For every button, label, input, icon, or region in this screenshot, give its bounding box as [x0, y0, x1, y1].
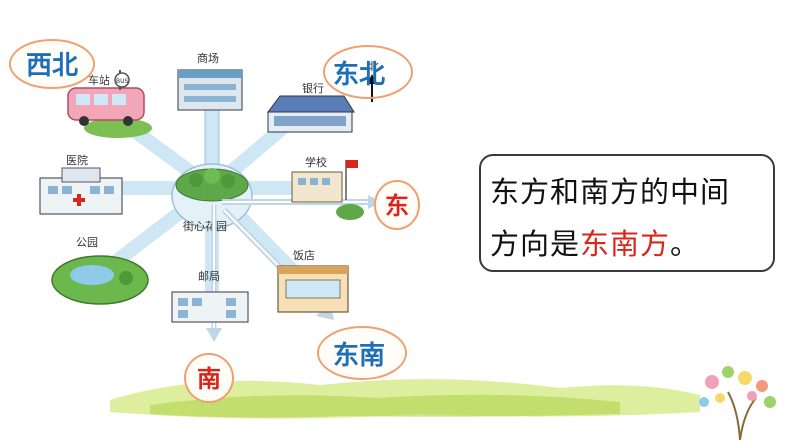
station-label: 车站: [88, 73, 110, 87]
info-line-2-suffix: 。: [670, 227, 701, 261]
direction-northeast: 东北: [323, 45, 413, 99]
post-office-label: 邮局: [198, 270, 220, 283]
restaurant-label: 饭店: [293, 248, 315, 262]
northwest-label: 西北: [26, 51, 78, 81]
school-label: 学校: [305, 155, 327, 169]
info-line-1: 东方和南方的中间: [490, 175, 731, 209]
post-office-building: 邮局: [171, 270, 249, 323]
mall-label: 商场: [197, 51, 219, 65]
info-line-2: 方向是东南方。: [490, 218, 765, 270]
east-label: 东: [385, 192, 409, 220]
bus-sign-label: BUS: [116, 78, 129, 85]
park-area: 公园: [51, 236, 149, 305]
bank-building: 银行: [267, 81, 355, 133]
central-garden: 街心花园: [171, 163, 253, 233]
restaurant-building: 饭店: [277, 248, 349, 313]
park-label: 公园: [76, 236, 98, 249]
bank-label: 银行: [302, 81, 324, 95]
info-line-2-prefix: 方向是: [490, 227, 581, 261]
mall-building: 商场: [177, 51, 243, 111]
hospital-building: 医院: [39, 153, 123, 215]
hospital-label: 医院: [66, 153, 88, 167]
grass-decoration: [110, 379, 700, 419]
south-label: 南: [197, 365, 221, 393]
school-building: 学校: [291, 155, 364, 220]
bus-station: BUS 车站: [67, 70, 152, 138]
garden-label: 街心花园: [183, 219, 227, 233]
info-box: 东方和南方的中间 方向是东南方。: [479, 154, 775, 272]
tree-decoration: [699, 366, 776, 441]
north-label: 北: [368, 60, 379, 73]
direction-south: 南: [184, 353, 234, 403]
southeast-label: 东南: [333, 340, 385, 371]
info-highlight: 东南方: [580, 227, 671, 261]
direction-southeast: 东南: [317, 326, 407, 380]
direction-northwest: 西北: [9, 39, 95, 89]
direction-east: 东: [374, 180, 420, 230]
northeast-label: 东北: [333, 59, 385, 90]
